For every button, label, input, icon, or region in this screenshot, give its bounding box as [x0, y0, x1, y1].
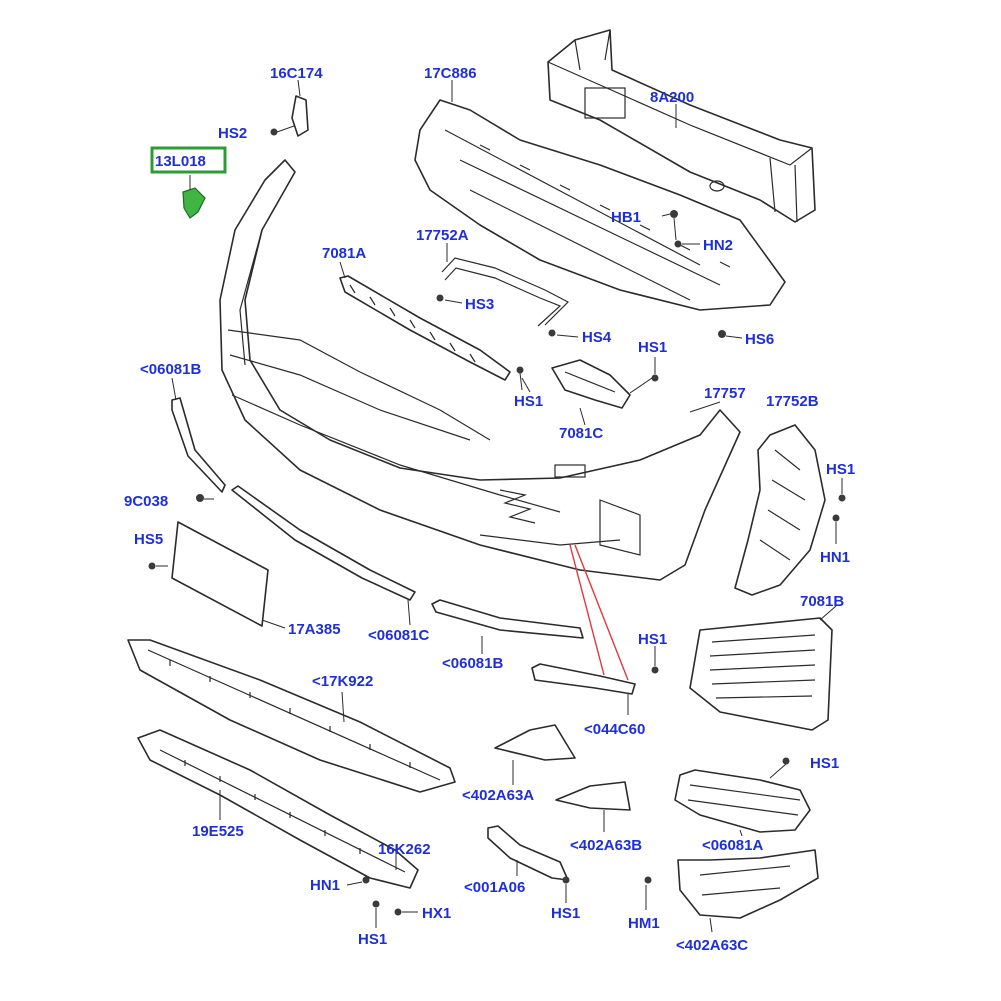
- label-001a06[interactable]: <001A06: [464, 879, 525, 896]
- leader-lines: [156, 79, 843, 933]
- highlight-box-13l018: [150, 146, 227, 174]
- label-hs1-upper-right[interactable]: HS1: [638, 339, 667, 356]
- strip-06081a[interactable]: [674, 757, 811, 833]
- bumper-beam-8a200[interactable]: [547, 29, 816, 223]
- strip-06081c[interactable]: [196, 485, 416, 601]
- label-402a63c[interactable]: <402A63C: [676, 937, 748, 954]
- label-hs1-bottom-left[interactable]: HS1: [358, 931, 387, 948]
- trim-044c60[interactable]: [531, 544, 659, 695]
- label-hn1-right[interactable]: HN1: [820, 549, 850, 566]
- plate-bracket-17a385[interactable]: [148, 521, 286, 629]
- cap-402a63b[interactable]: [555, 781, 631, 811]
- label-9c038[interactable]: 9C038: [124, 493, 168, 510]
- label-13l018[interactable]: 13L018: [155, 153, 206, 170]
- label-19e525[interactable]: 19E525: [192, 823, 244, 840]
- trim-001a06[interactable]: [487, 825, 570, 884]
- strip-06081b-top[interactable]: [171, 397, 226, 493]
- front-bumper-cover[interactable]: [219, 159, 741, 581]
- lower-panel-17k922[interactable]: [127, 639, 456, 793]
- cap-402a63a[interactable]: [494, 724, 576, 761]
- label-hm1[interactable]: HM1: [628, 915, 660, 932]
- label-044c60[interactable]: <044C60: [584, 721, 645, 738]
- label-06081b-top[interactable]: <06081B: [140, 361, 201, 378]
- label-16k262[interactable]: 16K262: [378, 841, 431, 858]
- label-hx1[interactable]: HX1: [422, 905, 451, 922]
- duct-402a63c[interactable]: [644, 849, 819, 919]
- label-hs5[interactable]: HS5: [134, 531, 163, 548]
- label-06081b-bottom[interactable]: <06081B: [442, 655, 503, 672]
- label-06081a[interactable]: <06081A: [702, 837, 763, 854]
- label-7081a[interactable]: 7081A: [322, 245, 366, 262]
- lower-undertray-19e525[interactable]: [137, 729, 419, 916]
- part-labels: 16C174 17C886 8A200 HS2 13L018 HB1 HN2 7…: [124, 65, 855, 954]
- label-hn2[interactable]: HN2: [703, 237, 733, 254]
- label-hs3[interactable]: HS3: [465, 296, 494, 313]
- label-hs6[interactable]: HS6: [745, 331, 774, 348]
- label-hn1-bottom[interactable]: HN1: [310, 877, 340, 894]
- label-16c174[interactable]: 16C174: [270, 65, 323, 82]
- grille-7081b[interactable]: [689, 617, 833, 731]
- strip-7081a[interactable]: [339, 275, 524, 391]
- label-hs1-center[interactable]: HS1: [514, 393, 543, 410]
- label-hs1-right[interactable]: HS1: [826, 461, 855, 478]
- side-bracket-17752b[interactable]: [734, 424, 846, 596]
- label-7081c[interactable]: 7081C: [559, 425, 603, 442]
- label-17757[interactable]: 17757: [704, 385, 746, 402]
- label-7081b[interactable]: 7081B: [800, 593, 844, 610]
- label-hs2[interactable]: HS2: [218, 125, 247, 142]
- label-8a200[interactable]: 8A200: [650, 89, 694, 106]
- label-hs1-bottom-center[interactable]: HS1: [551, 905, 580, 922]
- label-17k922[interactable]: <17K922: [312, 673, 373, 690]
- bracket-7081c[interactable]: [551, 359, 659, 409]
- fasteners-hb1-hn2: [670, 210, 726, 338]
- label-17c886[interactable]: 17C886: [424, 65, 477, 82]
- bracket-17752a[interactable]: [436, 257, 570, 337]
- bracket-16c174[interactable]: [270, 95, 309, 137]
- strip-06081b-bottom[interactable]: [431, 599, 584, 639]
- label-402a63b[interactable]: <402A63B: [570, 837, 642, 854]
- label-17a385[interactable]: 17A385: [288, 621, 341, 638]
- label-hs1-grille[interactable]: HS1: [638, 631, 667, 648]
- label-06081c[interactable]: <06081C: [368, 627, 429, 644]
- label-hs1-lower-right[interactable]: HS1: [810, 755, 839, 772]
- label-17752a[interactable]: 17752A: [416, 227, 469, 244]
- upper-undershield-17c886[interactable]: [414, 99, 786, 311]
- label-hb1[interactable]: HB1: [611, 209, 641, 226]
- label-17752b[interactable]: 17752B: [766, 393, 819, 410]
- highlighted-part-13l018[interactable]: [182, 175, 206, 219]
- label-402a63a[interactable]: <402A63A: [462, 787, 534, 804]
- label-hs4[interactable]: HS4: [582, 329, 612, 346]
